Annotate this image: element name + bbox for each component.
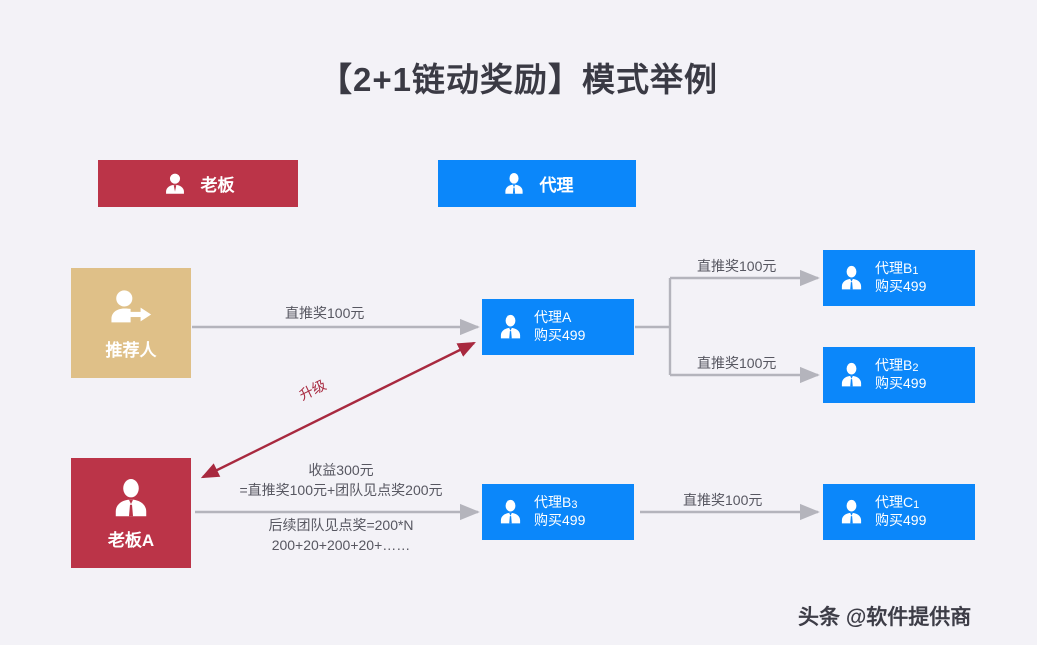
node-agentB3-title: 代理B3: [534, 494, 585, 512]
node-agentC1-title: 代理C1: [875, 494, 926, 512]
node-agentC1-title-main: 代理C: [875, 494, 914, 511]
edge-label-agentA-to-agentB1: 直推奖100元: [697, 258, 777, 274]
person-tie-icon: [496, 313, 525, 342]
node-agentB1-sub: 购买499: [875, 278, 927, 294]
bossA-income-line1: 收益300元: [308, 462, 374, 478]
legend-label-boss: 老板: [200, 176, 235, 195]
edge-label-agentA-to-agentB2: 直推奖100元: [697, 355, 777, 371]
node-agentC1-text: 代理C1 购买499: [875, 494, 926, 530]
edge-label-bossA-income: 收益300元 =直推奖100元+团队见点奖200元: [196, 460, 486, 501]
node-agentA-sub: 购买499: [534, 327, 586, 343]
person-arrow-icon: [108, 286, 154, 332]
node-agentB3-title-main: 代理B: [534, 494, 572, 511]
person-tie-icon: [837, 361, 866, 390]
node-agentB3-title-sub: 3: [571, 499, 578, 512]
bossA-income-line2: =直推奖100元+团队见点奖200元: [239, 482, 443, 499]
node-agentC1-sub: 购买499: [875, 512, 927, 528]
node-agentB2[interactable]: 代理B2 购买499: [823, 347, 975, 403]
node-agentB2-sub: 购买499: [875, 375, 927, 391]
node-agentB2-text: 代理B2 购买499: [875, 357, 926, 393]
edge-label-agentB3-to-agentC1: 直推奖100元: [683, 492, 763, 508]
page-title: 【2+1链动奖励】模式举例: [319, 61, 718, 98]
watermark: 头条 @软件提供商: [798, 606, 972, 629]
edge-label-referrer-to-agentA: 直推奖100元: [285, 305, 365, 321]
bossA-future-line1: 后续团队见点奖=200*N: [268, 517, 414, 533]
node-agentB1-title-sub: 1: [912, 265, 919, 278]
node-referrer-label: 推荐人: [105, 340, 157, 360]
legend-label-agent: 代理: [539, 176, 574, 195]
node-agentB2-title: 代理B2: [875, 357, 926, 375]
edge-upgrade-bossA-agentA: [200, 341, 476, 479]
node-referrer[interactable]: 推荐人: [71, 268, 191, 378]
node-agentB3[interactable]: 代理B3 购买499: [482, 484, 634, 540]
bossA-future-line2: 200+20+200+20+……: [271, 537, 411, 554]
edge-label-upgrade: 升级: [296, 376, 329, 404]
node-agentB1-title: 代理B1: [875, 260, 926, 278]
node-agentB3-sub: 购买499: [534, 512, 586, 528]
person-icon: [162, 171, 188, 197]
person-tie-icon: [108, 476, 154, 522]
node-agentB2-title-sub: 2: [912, 362, 919, 375]
node-bossA-label: 老板A: [107, 530, 155, 550]
node-agentC1-title-sub: 1: [913, 499, 920, 512]
node-agentC1[interactable]: 代理C1 购买499: [823, 484, 975, 540]
node-agentB2-title-main: 代理B: [875, 357, 913, 374]
legend-item-boss: 老板: [98, 160, 298, 207]
node-bossA[interactable]: 老板A: [71, 458, 191, 568]
person-tie-icon: [496, 498, 525, 527]
person-tie-icon: [837, 264, 866, 293]
legend-item-agent: 代理: [438, 160, 636, 207]
person-tie-icon: [837, 498, 866, 527]
node-agentB1[interactable]: 代理B1 购买499: [823, 250, 975, 306]
node-agentA-text: 代理A 购买499: [534, 309, 585, 345]
node-agentB1-text: 代理B1 购买499: [875, 260, 926, 296]
person-tie-icon: [501, 171, 527, 197]
node-agentA[interactable]: 代理A 购买499: [482, 299, 634, 355]
node-agentB1-title-main: 代理B: [875, 260, 913, 277]
node-agentA-title: 代理A: [534, 309, 572, 326]
node-agentB3-text: 代理B3 购买499: [534, 494, 585, 530]
edge-label-bossA-future: 后续团队见点奖=200*N 200+20+200+20+……: [196, 515, 486, 556]
